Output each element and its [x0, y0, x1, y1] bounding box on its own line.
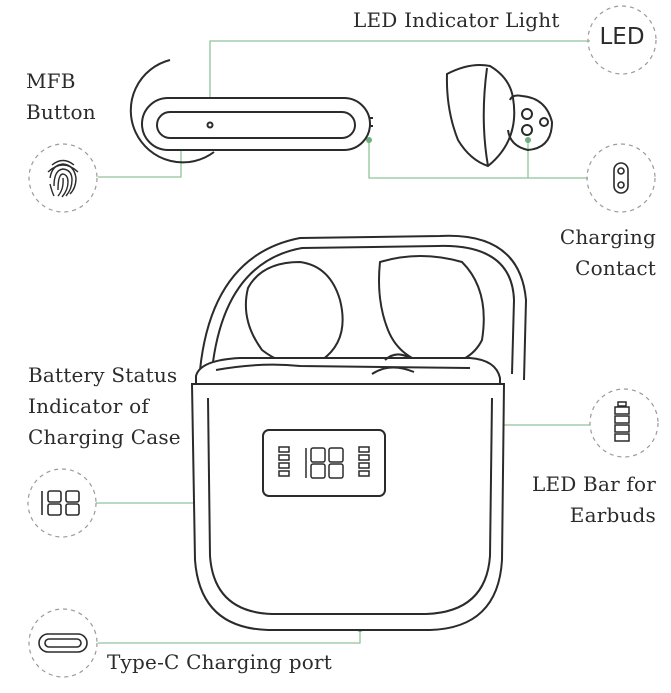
callout-typec	[98, 629, 361, 644]
charging-contact-icon	[613, 162, 629, 194]
earbud-side-view	[129, 59, 373, 164]
icon-circles	[27, 5, 659, 678]
earbud-front-view	[445, 64, 554, 168]
circle-typec	[28, 608, 98, 678]
label-battery-line3: Charging Case	[28, 425, 181, 449]
label-typec-text: Type-C Charging port	[107, 650, 333, 674]
label-charging-line2: Contact	[575, 256, 656, 280]
led-icon: LED	[590, 24, 654, 50]
label-mfb-line2: Button	[26, 100, 96, 124]
usb-c-port-icon	[38, 633, 88, 653]
label-mfb-button: MFB Button	[26, 66, 96, 128]
label-battery-line2: Indicator of	[28, 394, 149, 418]
circle-segment	[27, 468, 97, 538]
label-led-indicator-text: LED Indicator Light	[353, 8, 560, 32]
label-ledbar-line2: Earbuds	[569, 503, 656, 527]
label-battery-line1: Battery Status	[28, 363, 178, 387]
circle-led	[587, 5, 657, 75]
dot-contact-2	[525, 137, 531, 143]
circle-contact	[586, 143, 656, 213]
label-led-indicator: LED Indicator Light	[353, 5, 560, 36]
dot-contact	[366, 137, 372, 143]
circle-battery	[589, 388, 659, 458]
label-led-bar: LED Bar for Earbuds	[510, 469, 656, 531]
label-charging-contact: Charging Contact	[540, 222, 656, 284]
battery-icon	[614, 401, 630, 442]
label-battery-status: Battery Status Indicator of Charging Cas…	[28, 360, 181, 453]
label-mfb-line1: MFB	[26, 69, 76, 93]
label-charging-line1: Charging	[559, 225, 656, 249]
charging-case	[190, 234, 528, 631]
label-typec: Type-C Charging port	[107, 647, 332, 678]
label-ledbar-line1: LED Bar for	[531, 472, 656, 496]
callout-led-indicator	[209, 40, 590, 118]
circle-fingerprint	[28, 143, 98, 213]
led-badge-text: LED	[599, 24, 645, 50]
fingerprint-icon	[47, 159, 79, 198]
segment-display-icon	[41, 490, 80, 516]
callout-charging-contact	[368, 140, 588, 179]
